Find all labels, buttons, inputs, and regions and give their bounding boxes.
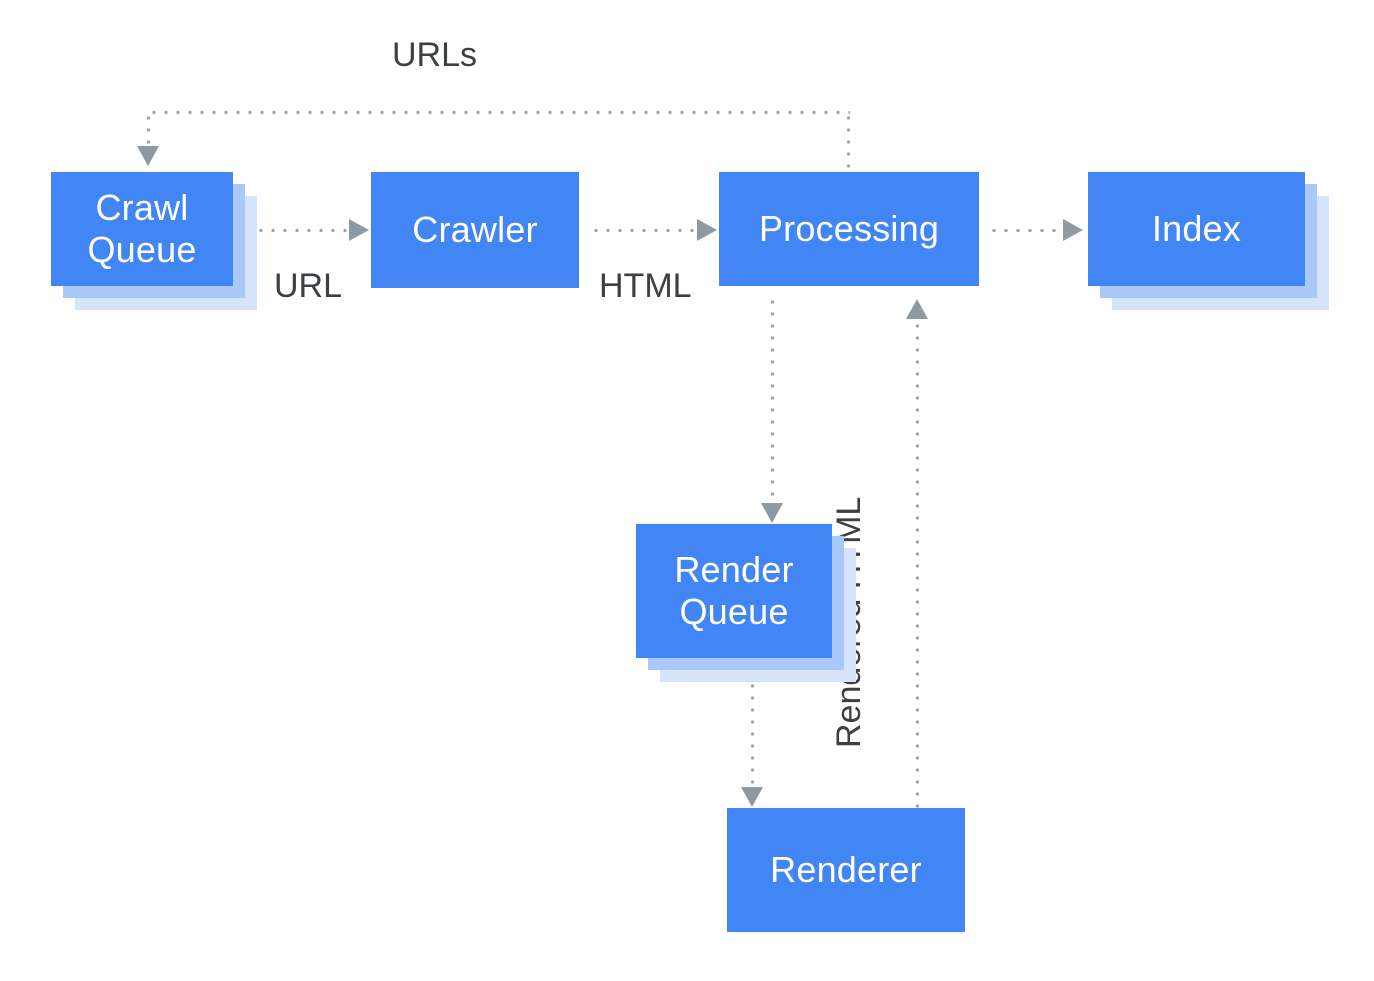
edge-to-render-queue-arrowhead-icon	[761, 503, 783, 523]
edge-urls-segment-riser	[846, 112, 851, 174]
edge-label-url: URL	[274, 267, 343, 305]
edge-urls-segment-drop	[146, 112, 151, 150]
node-render-queue-label: Render Queue	[674, 548, 794, 632]
node-index-label: Index	[1151, 207, 1242, 249]
edge-urls-segment-span	[148, 110, 850, 115]
node-crawler-label: Crawler	[412, 208, 538, 250]
edge-label-urls: URLs	[392, 36, 478, 74]
node-render-queue-face: Render Queue	[636, 524, 832, 658]
edge-url-segment	[255, 228, 353, 233]
node-processing-label: Processing	[758, 207, 940, 249]
node-processing[interactable]: Processing	[719, 172, 979, 286]
node-crawler[interactable]: Crawler	[371, 172, 579, 288]
edge-to-index-arrowhead-icon	[1063, 219, 1083, 241]
edge-rendered-html-arrowhead-icon	[906, 299, 928, 319]
node-crawl-queue-face: Crawl Queue	[51, 172, 233, 286]
edge-html-arrowhead-icon	[697, 219, 717, 241]
node-renderer-label: Renderer	[770, 848, 922, 890]
node-index[interactable]: Index	[1088, 172, 1329, 310]
node-index-face: Index	[1088, 172, 1305, 286]
edge-html-segment	[590, 228, 696, 233]
node-crawl-queue-label: Crawl Queue	[87, 186, 197, 270]
edge-to-index-segment	[988, 228, 1064, 233]
edge-url-arrowhead-icon	[349, 219, 369, 241]
node-processing-face: Processing	[719, 172, 979, 286]
edge-label-html: HTML	[599, 267, 692, 305]
node-crawl-queue[interactable]: Crawl Queue	[51, 172, 257, 310]
edge-to-renderer-segment	[750, 668, 755, 788]
edge-to-renderer-arrowhead-icon	[741, 787, 763, 807]
edge-urls-arrowhead-icon	[137, 146, 159, 166]
node-render-queue[interactable]: Render Queue	[636, 524, 856, 682]
node-renderer-face: Renderer	[727, 808, 965, 932]
edge-to-render-queue-segment	[770, 296, 775, 504]
edge-rendered-html-segment	[915, 320, 920, 810]
node-crawler-face: Crawler	[371, 172, 579, 288]
node-renderer[interactable]: Renderer	[727, 808, 965, 932]
